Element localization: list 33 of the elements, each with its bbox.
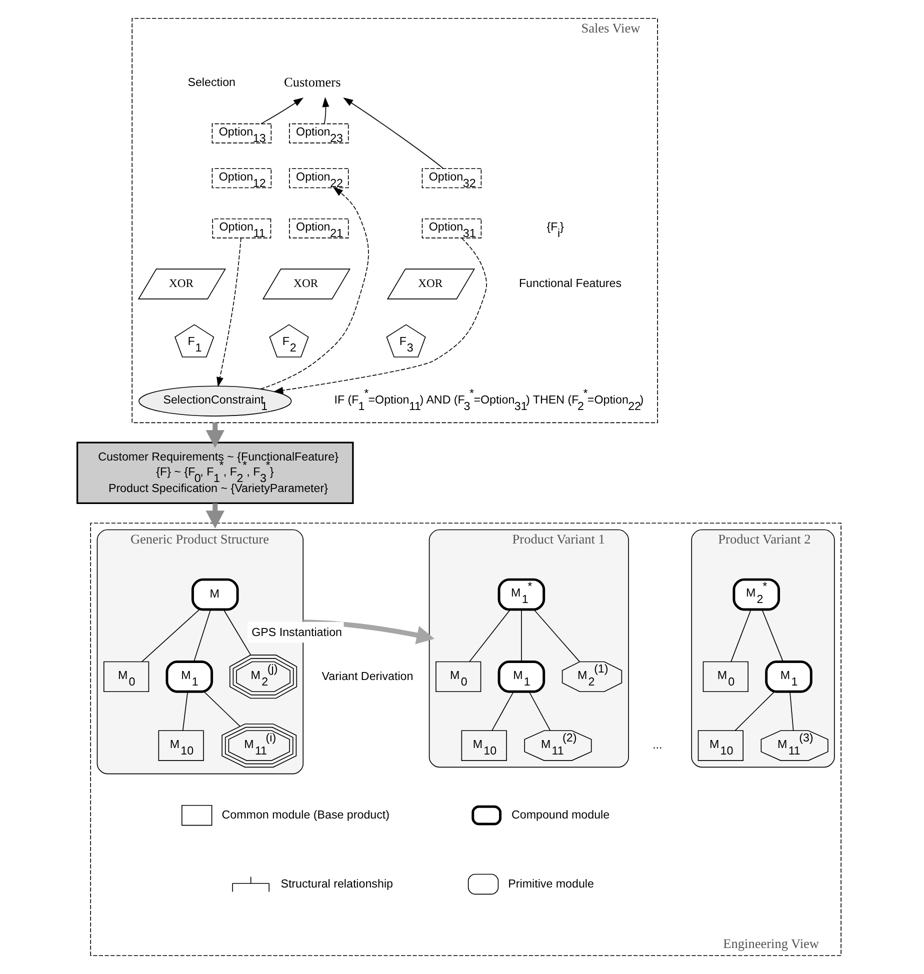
legend-label: Structural relationship <box>280 877 392 890</box>
connector <box>491 691 514 731</box>
arrow <box>272 238 486 394</box>
legend-label: Primitive module <box>508 877 594 890</box>
connector <box>222 609 251 656</box>
connector <box>203 691 240 727</box>
connector <box>468 609 510 662</box>
arrow <box>260 98 303 124</box>
arrow <box>216 238 241 388</box>
connector <box>182 691 188 731</box>
arrow <box>205 503 224 528</box>
node-text: Customers <box>284 74 340 90</box>
node-box: M <box>190 578 238 611</box>
label: Functional Features <box>518 277 622 290</box>
legend-label: Compound module <box>510 808 610 822</box>
arrow <box>342 97 444 169</box>
connector <box>533 609 580 662</box>
arrow <box>302 620 434 644</box>
arrow <box>322 97 329 124</box>
connector <box>761 609 783 662</box>
arrow <box>260 187 368 390</box>
label: ... <box>652 738 662 752</box>
connector <box>141 609 200 662</box>
connector <box>520 609 522 662</box>
connector <box>789 691 794 731</box>
arrow <box>205 422 224 448</box>
connector <box>730 609 751 662</box>
connector <box>193 609 210 662</box>
legend-label: Common module (Base product) <box>221 808 390 822</box>
label: Selection <box>187 76 235 90</box>
connector <box>734 691 774 731</box>
label: Variant Derivation <box>321 670 413 683</box>
connector <box>528 691 550 731</box>
